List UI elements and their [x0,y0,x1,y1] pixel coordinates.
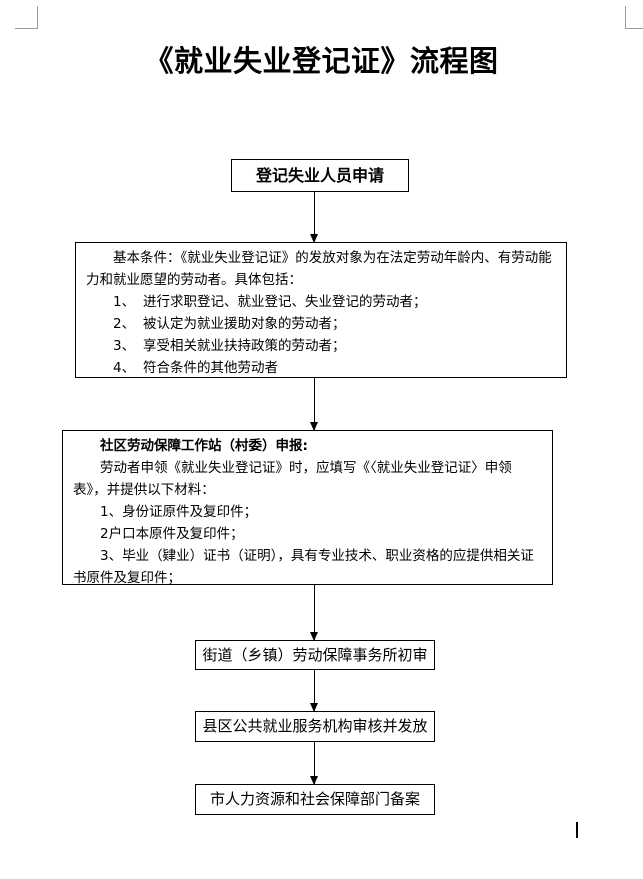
materials-item: 2户口本原件及复印件； [100,526,244,542]
materials-heading: 社区劳动保障工作站（村委）申报: [100,438,308,454]
materials-item: 1、身份证原件及复印件； [100,504,258,520]
conditions-item-number: 4、 [113,360,136,376]
conditions-item-text: 被认定为就业援助对象的劳动者； [143,316,346,332]
text-cursor [576,822,578,838]
step-node-approve-and-issue: 县区公共就业服务机构审核并发放 [195,711,435,742]
start-node-application: 登记失业人员申请 [231,159,409,192]
conditions-item-number: 2、 [113,316,136,332]
arrow-issue-to-record [310,742,318,785]
page-corner-mark-right [625,6,643,29]
materials-node: 社区劳动保障工作站（村委）申报: 劳动者申领《就业失业登记证》时，应填写《〈就业… [62,430,553,586]
conditions-item: 4、符合条件的其他劳动者 [86,357,558,379]
step-label: 街道（乡镇）劳动保障事务所初审 [202,645,428,664]
step-label: 市人力资源和社会保障部门备案 [209,790,420,808]
step-node-preliminary-review: 街道（乡镇）劳动保障事务所初审 [195,640,435,670]
materials-intro: 劳动者申领《就业失业登记证》时，应填写《〈就业失业登记证〉申领表》，并提供以下材… [73,460,512,498]
conditions-item: 3、享受相关就业扶持政策的劳动者； [86,335,558,357]
conditions-item-number: 3、 [113,338,136,354]
conditions-node: 基本条件：《就业失业登记证》的发放对象为在法定劳动年龄内、有劳动能力和就业愿望的… [75,242,567,378]
flowchart-title: 《就业失业登记证》流程图 [144,44,499,78]
step-label: 县区公共就业服务机构审核并发放 [202,717,428,735]
arrow-review-to-issue [310,670,318,712]
conditions-item-number: 1、 [113,294,136,310]
arrow-start-to-conditions [310,192,318,243]
arrow-materials-to-review [310,585,318,641]
conditions-item-text: 进行求职登记、就业登记、失业登记的劳动者； [143,294,427,310]
conditions-item-text: 符合条件的其他劳动者 [143,360,278,376]
page-corner-mark-left [15,6,38,29]
conditions-item: 2、被认定为就业援助对象的劳动者； [86,313,558,335]
step-node-record-filing: 市人力资源和社会保障部门备案 [195,784,435,815]
materials-item: 3、毕业（肄业）证书（证明），具有专业技术、职业资格的应提供相关证书原件及复印件… [73,548,534,586]
conditions-intro: 基本条件：《就业失业登记证》的发放对象为在法定劳动年龄内、有劳动能力和就业愿望的… [86,250,552,288]
start-node-label: 登记失业人员申请 [255,165,384,185]
conditions-item-text: 享受相关就业扶持政策的劳动者； [143,338,346,354]
arrow-conditions-to-materials [310,378,318,431]
conditions-item: 1、进行求职登记、就业登记、失业登记的劳动者； [86,291,558,313]
